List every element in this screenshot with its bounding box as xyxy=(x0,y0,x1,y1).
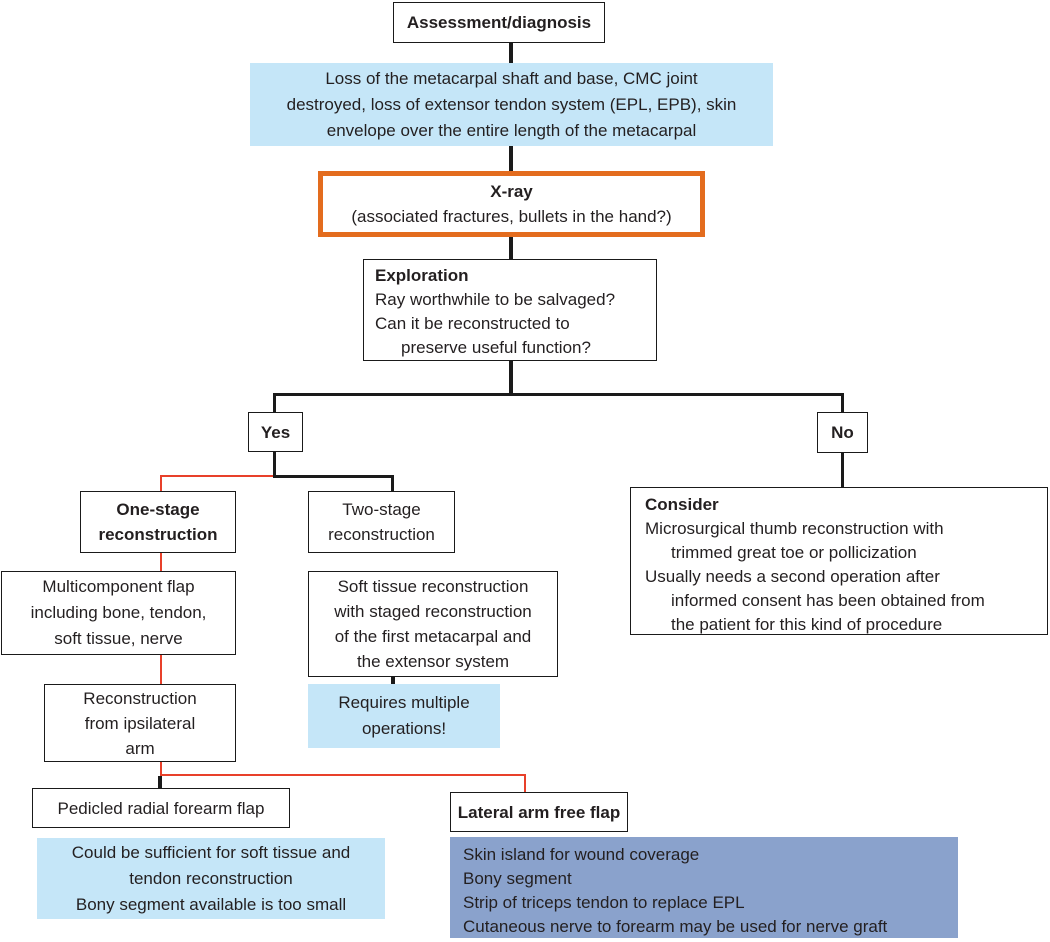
exploration-line: Can it be reconstructed to xyxy=(375,314,570,333)
exploration-line: preserve useful function? xyxy=(401,338,591,357)
connector-red-flap-to-reconstruction xyxy=(160,655,162,685)
assessment-diagnosis-label: Assessment/diagnosis xyxy=(406,13,592,32)
soft-tissue-line: Soft tissue reconstruction xyxy=(337,577,529,596)
connector-no-to-consider xyxy=(841,453,844,488)
consider-box: Consider Microsurgical thumb reconstruct… xyxy=(630,487,1048,635)
reconstruction-line: Reconstruction xyxy=(83,688,197,708)
exploration-box: Exploration Ray worthwhile to be salvage… xyxy=(363,259,657,361)
no-box: No xyxy=(817,412,868,453)
requires-multiple-operations-box: Requires multiple operations! xyxy=(308,684,500,748)
soft-tissue-line: with staged reconstruction xyxy=(334,602,532,621)
consider-line: Microsurgical thumb reconstruction with xyxy=(645,519,944,538)
connector-to-pedicled xyxy=(158,776,162,789)
connector-soft-tissue-to-requires xyxy=(391,677,395,685)
connector-branch-horizontal xyxy=(273,393,844,396)
two-stage-line: Two-stage xyxy=(342,500,421,519)
injury-line: Loss of the metacarpal shaft and base, C… xyxy=(325,68,698,88)
one-stage-reconstruction-box: One-stage reconstruction xyxy=(80,491,236,553)
requires-line: operations! xyxy=(361,719,447,738)
reconstruction-line: from ipsilateral xyxy=(84,713,196,733)
pedicled-radial-forearm-flap-box: Pedicled radial forearm flap xyxy=(32,788,290,828)
connector-red-bottom-horizontal xyxy=(160,774,526,776)
two-stage-line: reconstruction xyxy=(328,525,435,544)
multicomponent-flap-box: Multicomponent flap including bone, tend… xyxy=(1,571,236,655)
consider-line: Usually needs a second operation after xyxy=(645,567,940,586)
pedicled-details-line: Bony segment available is too small xyxy=(75,894,347,914)
pedicled-label: Pedicled radial forearm flap xyxy=(57,798,265,818)
connector-to-no xyxy=(841,395,844,413)
soft-tissue-line: of the first metacarpal and xyxy=(334,627,532,646)
lateral-details-line: Strip of triceps tendon to replace EPL xyxy=(463,893,745,912)
no-label: No xyxy=(831,423,854,442)
pedicled-details-box: Could be sufficient for soft tissue and … xyxy=(37,838,385,919)
soft-tissue-reconstruction-box: Soft tissue reconstruction with staged r… xyxy=(308,571,558,677)
connector-down-two-stage xyxy=(391,475,394,492)
yes-box: Yes xyxy=(248,412,303,452)
connector-red-one-stage-to-flap xyxy=(160,553,162,572)
lateral-arm-free-flap-box: Lateral arm free flap xyxy=(450,792,628,832)
exploration-line: Ray worthwhile to be salvaged? xyxy=(375,290,616,309)
injury-description-box: Loss of the metacarpal shaft and base, C… xyxy=(250,63,773,146)
consider-line: the patient for this kind of procedure xyxy=(671,615,943,634)
yes-label: Yes xyxy=(260,422,291,442)
connector-to-yes xyxy=(273,395,276,413)
reconstruction-ipsilateral-arm-box: Reconstruction from ipsilateral arm xyxy=(44,684,236,762)
soft-tissue-line: the extensor system xyxy=(356,652,510,671)
consider-line: trimmed great toe or pollicization xyxy=(671,543,917,562)
lateral-details-line: Cutaneous nerve to forearm may be used f… xyxy=(463,917,888,936)
xray-box: X-ray (associated fractures, bullets in … xyxy=(318,171,705,237)
connector-stem-2 xyxy=(509,145,513,172)
reconstruction-line: arm xyxy=(125,738,155,758)
multicomponent-line: including bone, tendon, xyxy=(30,603,207,622)
one-stage-line: reconstruction xyxy=(98,525,218,544)
exploration-title: Exploration xyxy=(375,266,469,285)
connector-red-to-lateral xyxy=(524,776,526,793)
one-stage-line: One-stage xyxy=(116,500,200,519)
connector-stem-1 xyxy=(509,42,513,64)
assessment-diagnosis-box: Assessment/diagnosis xyxy=(393,2,605,43)
injury-line: envelope over the entire length of the m… xyxy=(326,120,697,140)
connector-below-yes xyxy=(273,452,276,477)
pedicled-details-line: Could be sufficient for soft tissue and xyxy=(71,842,351,862)
connector-stem-3 xyxy=(509,236,513,260)
lateral-details-box: Skin island for wound coverage Bony segm… xyxy=(450,837,958,938)
pedicled-details-line: tendon reconstruction xyxy=(129,868,293,888)
consider-line: informed consent has been obtained from xyxy=(671,591,985,610)
lateral-details-line: Bony segment xyxy=(463,869,572,888)
two-stage-reconstruction-box: Two-stage reconstruction xyxy=(308,491,455,553)
requires-line: Requires multiple xyxy=(338,693,470,712)
lateral-details-line: Skin island for wound coverage xyxy=(463,845,700,864)
multicomponent-line: soft tissue, nerve xyxy=(54,629,183,648)
xray-subtitle: (associated fractures, bullets in the ha… xyxy=(351,207,672,226)
connector-red-down-one-stage xyxy=(160,475,162,492)
connector-stem-4 xyxy=(509,360,513,394)
connector-red-below-reconstruction xyxy=(160,762,162,776)
connector-red-to-one-stage xyxy=(160,475,276,477)
multicomponent-line: Multicomponent flap xyxy=(42,577,195,596)
lateral-label: Lateral arm free flap xyxy=(457,802,621,822)
connector-to-two-stage xyxy=(273,475,394,478)
consider-title: Consider xyxy=(645,495,719,514)
injury-line: destroyed, loss of extensor tendon syste… xyxy=(286,94,737,114)
xray-title: X-ray xyxy=(490,182,533,201)
